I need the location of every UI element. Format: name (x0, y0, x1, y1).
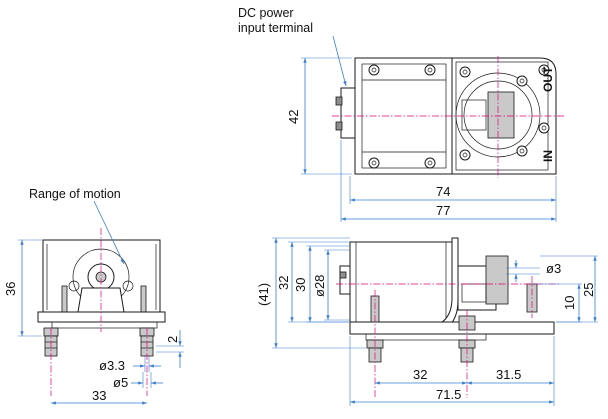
dim-10-label: 10 (562, 296, 577, 310)
dim-d28-label: ø28 (312, 275, 327, 297)
screw-icon (516, 145, 528, 157)
screw-icon (459, 66, 471, 78)
dim-41-label: (41) (256, 283, 271, 306)
screw-icon (424, 64, 436, 76)
front-base-plate (37, 311, 166, 323)
screw-icon (459, 149, 471, 161)
dim-2-label: 2 (165, 336, 180, 343)
dim-33-label: 33 (92, 388, 106, 403)
port-in-label: IN (541, 150, 555, 162)
dim-715-label: 71.5 (436, 387, 461, 402)
dim-77-label: 77 (436, 203, 450, 218)
dim-d33-label: ø3.3 (99, 358, 125, 373)
screw-icon (424, 157, 436, 169)
side-terminal (339, 265, 351, 295)
screw-icon (538, 122, 550, 134)
dim-d3-label: ø3 (546, 261, 561, 276)
screw-icon (368, 64, 380, 76)
dim-bottom-32-label: 32 (413, 367, 427, 382)
side-motor-body (349, 241, 453, 329)
dim-25-label: 25 (581, 283, 596, 297)
side-roller (485, 255, 509, 305)
dc-power-label: DC power (238, 6, 294, 20)
range-of-motion-label: Range of motion (29, 187, 121, 201)
screw-icon (516, 75, 528, 87)
dc-power-label-2: input terminal (238, 21, 313, 35)
screw-icon (538, 64, 550, 76)
port-out-label: OUT (541, 66, 555, 92)
side-base-plate (349, 321, 555, 335)
dim-74-label: 74 (436, 184, 450, 199)
side-view: (41) 32 30 ø28 ø3 10 25 (256, 237, 598, 406)
dim-32-label: 32 (276, 276, 291, 290)
roller-block (487, 91, 515, 139)
dc-terminal-block (340, 87, 356, 139)
dim-36-label: 36 (3, 282, 18, 296)
front-view: 36 2 ø3.3 ø5 33 Range of motion (3, 187, 184, 405)
dim-d5-label: ø5 (113, 375, 128, 390)
dim-42-label: 42 (286, 110, 301, 124)
dim-30-label: 30 (293, 278, 308, 292)
dim-bottom-315-label: 31.5 (496, 367, 521, 382)
top-view: OUT IN 42 74 77 DC power input terminal (238, 6, 566, 222)
screw-icon (368, 157, 380, 169)
